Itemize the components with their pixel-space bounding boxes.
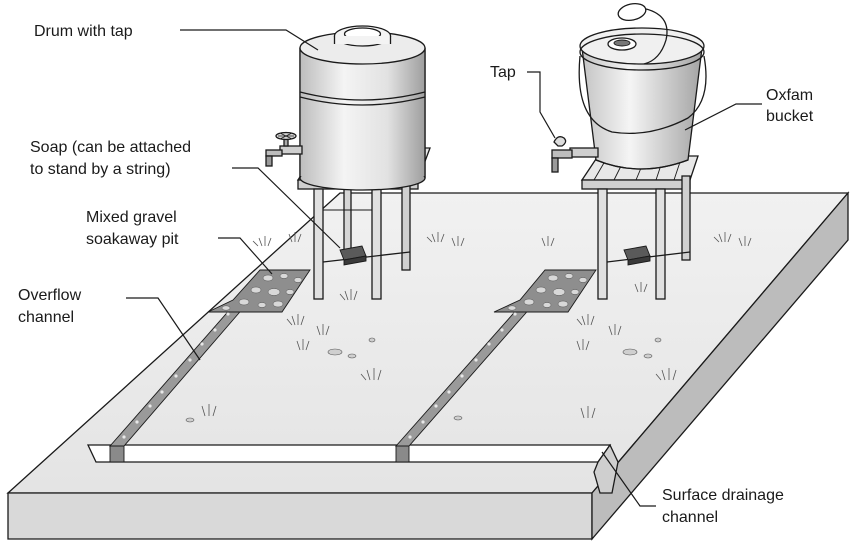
label-pit-line2: soakaway pit bbox=[86, 231, 179, 248]
label-soap-line1: Soap (can be attached bbox=[30, 139, 191, 156]
oxfam-bucket bbox=[578, 3, 707, 170]
bucket-tap bbox=[551, 136, 599, 173]
bucket-lid-string bbox=[641, 7, 668, 65]
label-soap-line2: to stand by a string) bbox=[30, 161, 171, 178]
slab-front bbox=[7, 492, 593, 540]
label-tap: Tap bbox=[490, 64, 516, 81]
label-drum-with-tap: Drum with tap bbox=[34, 23, 133, 40]
label-pit-line1: Mixed gravel bbox=[86, 209, 177, 226]
ground-slab bbox=[6, 191, 850, 541]
grass-tufts bbox=[201, 232, 752, 419]
label-oxfam-bucket-line1: Oxfam bbox=[766, 87, 813, 104]
drum-tap bbox=[265, 131, 303, 167]
slab-side bbox=[591, 191, 849, 541]
label-drainage-line1: Surface drainage bbox=[662, 487, 784, 504]
labels: Drum with tap Tap Oxfam bucket Soap (can… bbox=[18, 23, 814, 526]
leader-lines bbox=[126, 29, 762, 507]
surface-drainage-channel bbox=[86, 443, 619, 494]
label-overflow-line2: channel bbox=[18, 309, 74, 326]
drum bbox=[299, 25, 426, 191]
soap-bar-right bbox=[623, 245, 651, 266]
pebbles bbox=[185, 337, 662, 423]
label-oxfam-bucket-line2: bucket bbox=[766, 108, 814, 125]
overflow-channel-left bbox=[109, 305, 246, 463]
soakaway-pit-right bbox=[493, 269, 597, 313]
soakaway-pit-left bbox=[207, 269, 311, 313]
bucket-handle bbox=[578, 55, 707, 135]
label-drainage-line2: channel bbox=[662, 509, 718, 526]
label-overflow-line1: Overflow bbox=[18, 287, 82, 304]
soap-bar-left bbox=[339, 245, 367, 266]
